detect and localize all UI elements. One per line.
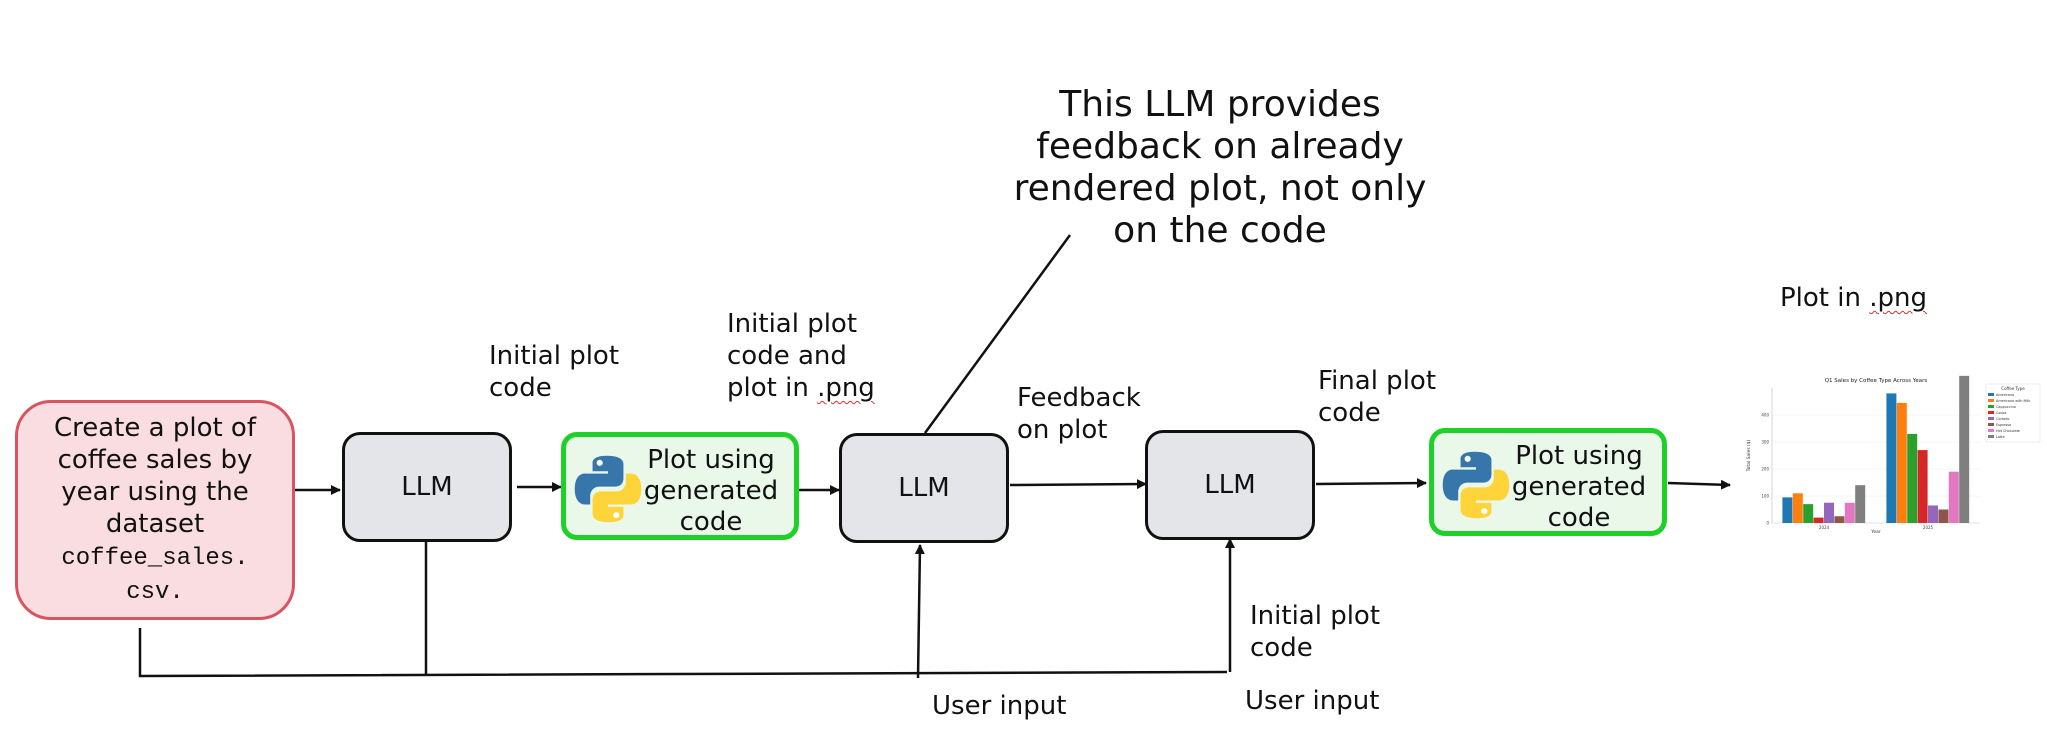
chart-y-axis-label: Total Sales ($) (1746, 439, 1752, 472)
chart-bar (1948, 471, 1959, 523)
chart-legend-swatch (1988, 423, 1994, 426)
chart-y-tick-label: 100 (1761, 494, 1769, 499)
output-label: Plot in .png (1780, 282, 1927, 314)
label-code-and-png-ext: .png (817, 373, 875, 403)
code-exec-node-2-label: Plot using generated code (1511, 441, 1647, 533)
arrow-llm3-to-code2 (1315, 478, 1427, 489)
chart-legend-label: Americano (1996, 393, 2014, 397)
chart-legend-swatch (1988, 435, 1994, 438)
code-exec-node-2: Plot using generated code (1429, 428, 1667, 536)
llm-node-2-label: LLM (898, 473, 950, 503)
chart-bar (1844, 502, 1855, 523)
chart-bar (1938, 509, 1949, 523)
callout-line (923, 234, 1072, 434)
chart-bar (1855, 485, 1866, 523)
chart-legend-label: Espresso (1996, 423, 2011, 427)
arrow-user-input-to-llm2 (914, 544, 925, 679)
chart-legend-swatch (1988, 411, 1994, 414)
chart-legend-swatch (1988, 405, 1994, 408)
dataset-filename-line1: coffee_sales. (61, 545, 249, 572)
chart-y-tick-label: 0 (1766, 521, 1769, 526)
arrow-code2-to-output (1667, 479, 1731, 490)
chart-bar (1928, 505, 1938, 523)
chart-legend-swatch (1988, 429, 1994, 432)
chart-y-tick-label: 400 (1761, 413, 1769, 418)
chart-legend-label: Cocoa (1996, 411, 2006, 415)
chart-bar (1792, 493, 1803, 523)
output-label-text: Plot in (1780, 283, 1870, 313)
chart-bar (1959, 375, 1970, 523)
output-label-ext: .png (1869, 283, 1928, 313)
chart-legend-label: Cortado (1996, 417, 2009, 421)
chart-legend-swatch (1988, 393, 1994, 396)
chart-bar (1896, 402, 1907, 523)
label-initial-code-bottom: Initial plot code (1250, 601, 1381, 663)
output-plot-thumbnail: 0 100 200 300 400 Q1 Sales by Coffee Type Acr… (1746, 375, 2041, 535)
label-code-and-png: Initial plot code and plot in .png (727, 308, 875, 404)
code-exec-node-1: Plot using generated code (561, 432, 799, 540)
chart-legend-label: Latte (1996, 435, 2005, 439)
llm-node-1-label: LLM (401, 472, 453, 502)
chart-x-tick-label: 2024 (1819, 525, 1830, 530)
chart-title: Q1 Sales by Coffee Type Across Years (1825, 378, 1928, 384)
label-user-input-1: User input (932, 691, 1067, 721)
label-final-code: Final plot code (1318, 366, 1437, 428)
code-exec-node-1-label: Plot using generated code (643, 445, 779, 537)
chart-bar (1907, 433, 1918, 523)
chart-bar (1813, 517, 1824, 523)
chart-legend-swatch (1988, 417, 1994, 420)
chart-legend-title: Coffee Type (2001, 386, 2025, 391)
chart-bar (1917, 450, 1928, 523)
chart-legend-label: Hot Chocolate (1996, 429, 2020, 433)
dataset-filename-line2: csv. (126, 579, 184, 606)
bus-line (138, 628, 1228, 678)
prompt-node: Create a plot of coffee sales by year us… (15, 400, 295, 620)
chart-x-axis-label: Year (1870, 529, 1881, 535)
chart-bar (1803, 504, 1814, 523)
chart-y-tick-label: 200 (1761, 467, 1769, 472)
label-user-input-2: User input (1245, 686, 1380, 716)
chart-y-tick-label: 300 (1761, 440, 1769, 445)
llm-node-2: LLM (839, 433, 1009, 543)
chart-bar (1782, 497, 1793, 523)
python-logo-icon (574, 455, 642, 523)
chart-legend-label: Americano with Milk (1996, 399, 2030, 403)
callout-annotation: This LLM provides feedback on already re… (1013, 84, 1427, 251)
arrow-llm2-to-llm3 (1009, 479, 1147, 490)
llm-node-3-label: LLM (1204, 470, 1256, 500)
chart-bar (1834, 516, 1845, 523)
chart-legend-box (1985, 383, 2041, 443)
chart-bar (1886, 393, 1897, 523)
chart-legend-label: Cappuccino (1996, 405, 2016, 409)
label-code-and-png-text: Initial plot code and plot in (727, 309, 858, 403)
python-logo-icon (1442, 451, 1510, 519)
chart-x-tick-label: 2025 (1923, 525, 1934, 530)
llm-node-1: LLM (342, 432, 512, 542)
chart-bar (1824, 502, 1834, 523)
label-initial-code: Initial plot code (489, 341, 620, 403)
chart-legend-swatch (1988, 399, 1994, 402)
prompt-text: Create a plot of coffee sales by year us… (53, 413, 256, 539)
label-feedback: Feedback on plot (1017, 383, 1141, 445)
llm-node-3: LLM (1145, 430, 1315, 540)
